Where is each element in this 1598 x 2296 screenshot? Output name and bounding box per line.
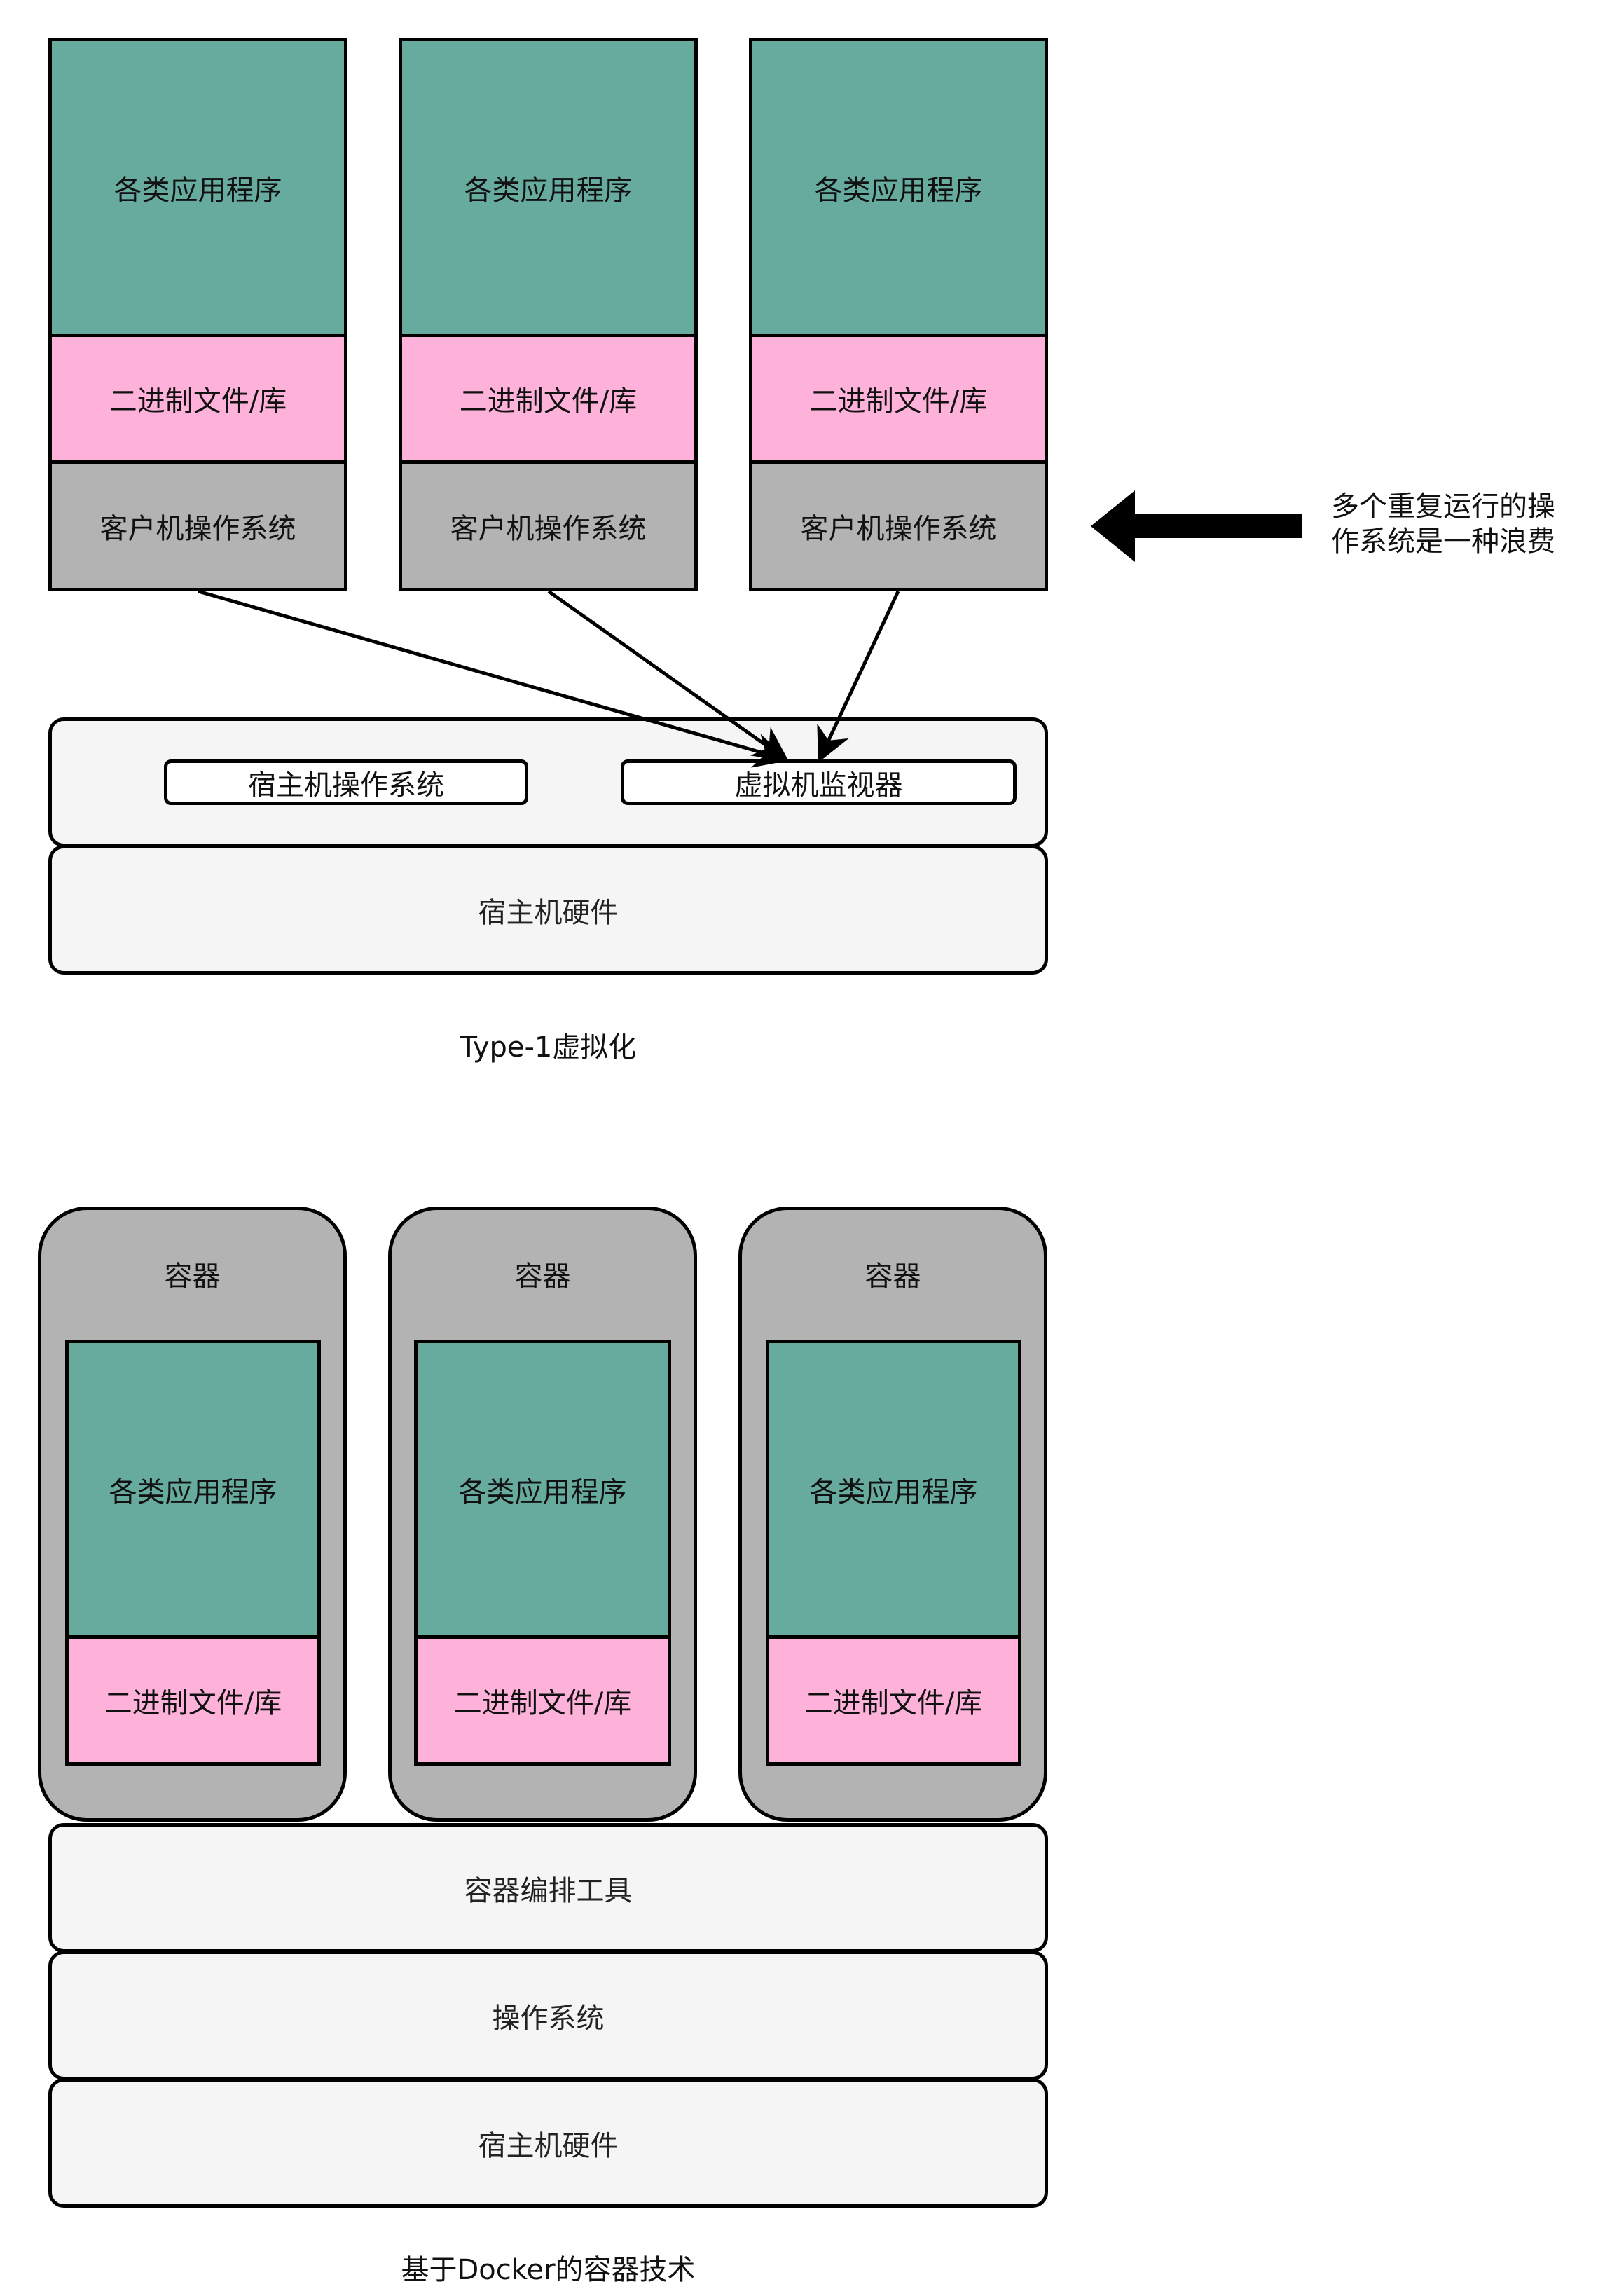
type1-host-os: 宿主机操作系统 bbox=[164, 759, 528, 805]
container-1-label: 容器 bbox=[164, 1260, 221, 1293]
waste-arrow-icon bbox=[1091, 490, 1302, 562]
type1-stack-2-app: 各类应用程序 bbox=[399, 38, 698, 337]
docker-host-hardware: 宿主机硬件 bbox=[48, 2078, 1048, 2208]
note-line-1: 多个重复运行的操 bbox=[1331, 490, 1555, 523]
type1-stack-3-guest-os: 客户机操作系统 bbox=[749, 460, 1048, 591]
docker-caption: 基于Docker的容器技术 bbox=[401, 2254, 696, 2286]
container-2-label: 容器 bbox=[514, 1260, 571, 1293]
docker-container-3-app: 各类应用程序 bbox=[766, 1340, 1021, 1639]
type1-host-hardware: 宿主机硬件 bbox=[48, 845, 1048, 975]
docker-container-1-app: 各类应用程序 bbox=[65, 1340, 321, 1639]
type1-caption: Type-1虚拟化 bbox=[460, 1031, 637, 1064]
type1-stack-1-app: 各类应用程序 bbox=[48, 38, 347, 337]
type1-stack-1-guest-os: 客户机操作系统 bbox=[48, 460, 347, 591]
type1-stack-2-lib: 二进制文件/库 bbox=[399, 334, 698, 464]
type1-stack-3-app: 各类应用程序 bbox=[749, 38, 1048, 337]
type1-waste-note: 多个重复运行的操 作系统是一种浪费 bbox=[1331, 489, 1576, 559]
docker-container-1-lib: 二进制文件/库 bbox=[65, 1635, 321, 1766]
container-3-label: 容器 bbox=[865, 1260, 921, 1293]
type1-stack-3-lib: 二进制文件/库 bbox=[749, 334, 1048, 464]
docker-container-2-app: 各类应用程序 bbox=[414, 1340, 671, 1639]
arrow-guest-1-to-hypervisor bbox=[198, 589, 790, 768]
docker-os-layer: 操作系统 bbox=[48, 1951, 1048, 2080]
arrow-guest-2-to-hypervisor bbox=[547, 589, 790, 762]
docker-container-2-lib: 二进制文件/库 bbox=[414, 1635, 671, 1766]
type1-stack-2-guest-os: 客户机操作系统 bbox=[399, 460, 698, 591]
arrow-guest-3-to-hypervisor bbox=[817, 590, 900, 763]
docker-orchestration-layer: 容器编排工具 bbox=[48, 1823, 1048, 1953]
note-line-2: 作系统是一种浪费 bbox=[1331, 525, 1555, 558]
docker-container-3-lib: 二进制文件/库 bbox=[766, 1635, 1021, 1766]
